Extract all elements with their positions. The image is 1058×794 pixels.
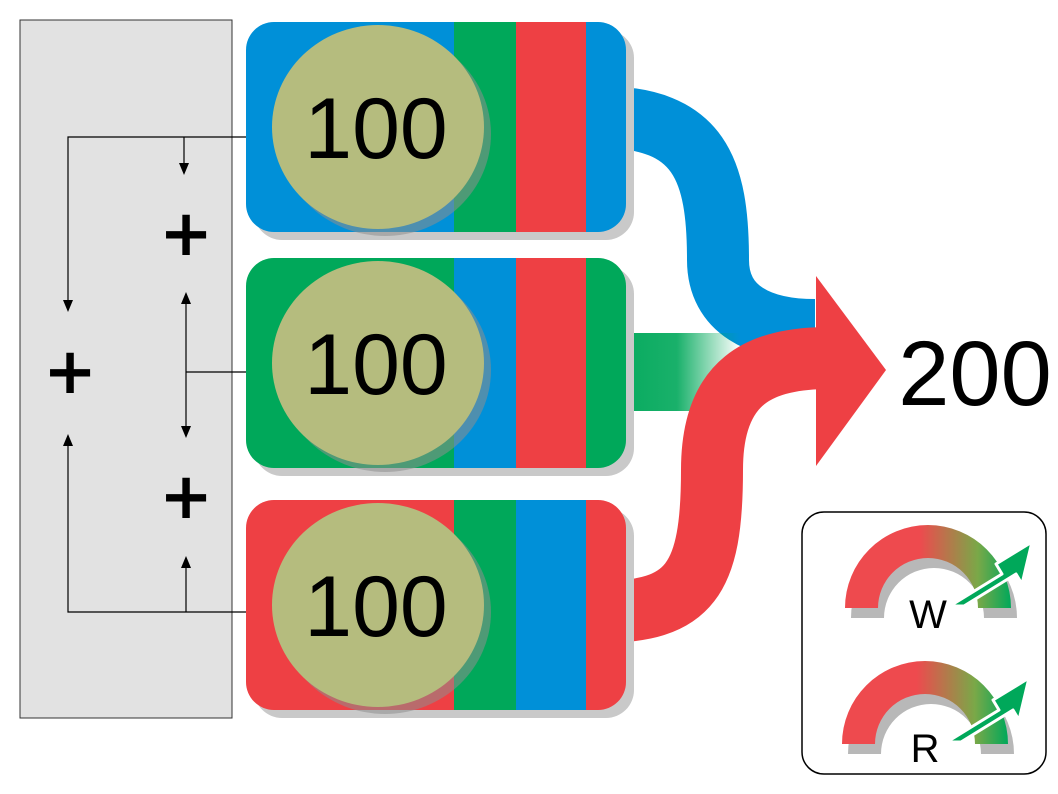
- source-row: 100: [246, 22, 634, 240]
- gauge-w-arrow: [948, 540, 1034, 608]
- gauge-r-arc: [842, 661, 1008, 744]
- coin: [272, 25, 484, 229]
- coin-value: 100: [304, 81, 448, 177]
- coin-value: 100: [304, 317, 448, 413]
- row-stripe: [516, 500, 586, 710]
- red-flow-arrowhead: [816, 276, 886, 466]
- red-flow-band: [599, 327, 831, 643]
- summation-panel: [19, 19, 233, 719]
- source-rows: 100 100 100: [246, 22, 634, 718]
- coin-value: 100: [304, 559, 448, 655]
- row-stripe: [516, 22, 586, 232]
- arrowheads: [63, 163, 191, 568]
- coin: [272, 261, 484, 465]
- coin: [272, 503, 484, 707]
- gauge-r: R: [842, 661, 1031, 771]
- source-row: 100: [246, 500, 634, 718]
- gauge-w: W: [845, 525, 1034, 637]
- plus-operator-outer: +: [43, 335, 97, 409]
- gauge-w-label: W: [909, 593, 947, 637]
- blue-flow-band: [599, 86, 816, 361]
- plus-operator-top: +: [159, 197, 213, 271]
- summation-lines: [67, 136, 246, 613]
- total-value: 200: [898, 323, 1052, 425]
- gauge-w-arc: [845, 525, 1011, 608]
- plus-operator-bottom: +: [159, 460, 213, 534]
- source-row: 100: [246, 258, 634, 476]
- gauge-r-label: R: [911, 727, 940, 771]
- row-stripe: [516, 258, 586, 468]
- gauge-r-arrow: [945, 676, 1031, 744]
